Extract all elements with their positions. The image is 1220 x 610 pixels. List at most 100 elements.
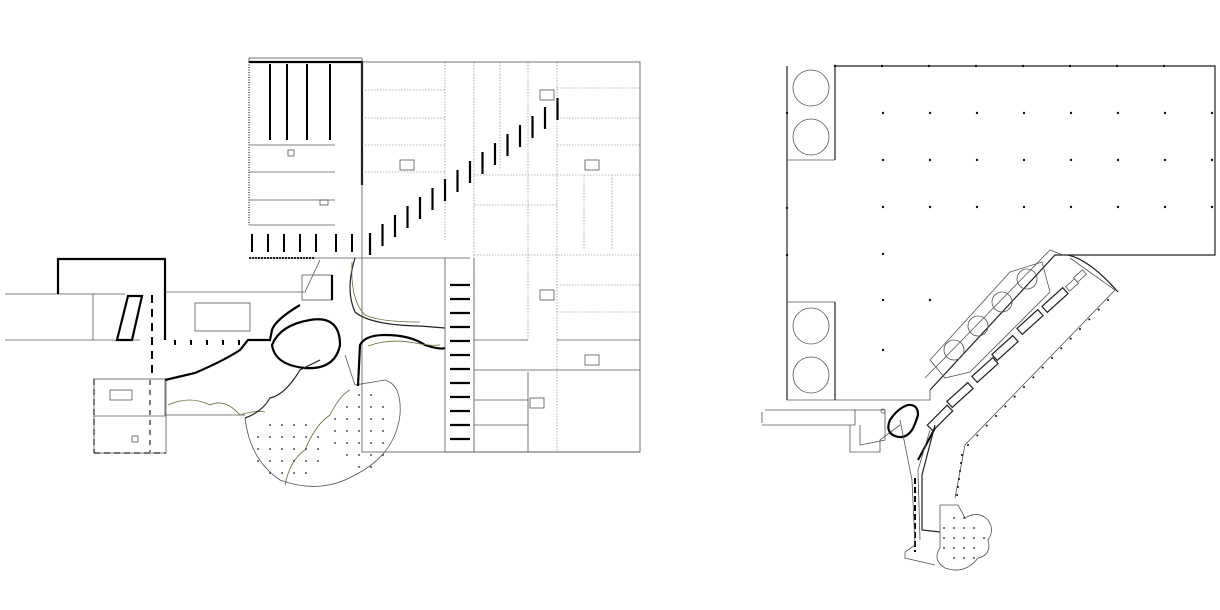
paving-dot: [358, 394, 360, 396]
facade-dot: [1097, 308, 1100, 311]
right-floor-plan: [761, 64, 1216, 571]
facade-dot: [959, 470, 961, 472]
paving-dot: [973, 537, 975, 539]
facade-dot: [1004, 405, 1007, 408]
paving-dot: [370, 466, 372, 468]
east-room-grid: [361, 61, 641, 453]
paving-dot: [943, 547, 945, 549]
column-dot: [1163, 205, 1167, 209]
paving-dot: [346, 442, 348, 444]
main-hall-outline: [785, 64, 1216, 401]
column-dot: [1022, 205, 1026, 209]
west-wing-outline: [56, 257, 167, 342]
facade-dot: [956, 494, 958, 496]
facade-dot: [960, 462, 962, 464]
paving-dot: [963, 527, 965, 529]
paving-dot: [269, 460, 271, 462]
paving-dot: [305, 436, 307, 438]
paving-dot: [334, 430, 336, 432]
north-parking-stalls: [249, 64, 353, 259]
paving-dot: [963, 517, 965, 519]
paving-dot: [317, 448, 319, 450]
room-fixture: [584, 354, 600, 366]
column-dot: [1069, 158, 1073, 162]
wing-facade-dots: [956, 299, 1109, 496]
paving-dot: [973, 547, 975, 549]
north-block: [248, 57, 364, 259]
paving-dot: [953, 557, 955, 559]
paving-dot: [346, 454, 348, 456]
paving-dot: [370, 394, 372, 396]
wing-unit: [926, 404, 954, 432]
paving-dot: [305, 472, 307, 474]
paving-dot: [257, 460, 259, 462]
column-dot: [975, 111, 979, 115]
column-dot: [881, 298, 885, 302]
wing-units: [914, 269, 1088, 552]
facade-dot: [1107, 299, 1109, 301]
paving-dot: [346, 430, 348, 432]
column-dot: [785, 206, 789, 210]
tail-dot-grid: [943, 517, 985, 559]
room-fixture: [529, 397, 545, 409]
wing-unit: [1041, 286, 1069, 314]
wing-unit: [1064, 278, 1080, 292]
paving-dot: [973, 527, 975, 529]
paving-dot: [293, 460, 295, 462]
south-tail: [899, 419, 992, 571]
column-dot: [881, 252, 885, 256]
paving-dot: [281, 448, 283, 450]
facade-dot: [1060, 347, 1063, 350]
paving-dot: [317, 436, 319, 438]
column-dot: [1068, 64, 1072, 68]
paving-dot: [293, 436, 295, 438]
paving-dot: [963, 537, 965, 539]
paving-dot: [269, 424, 271, 426]
paving-dot: [983, 537, 985, 539]
paving-dot: [370, 418, 372, 420]
column-dot: [785, 253, 789, 257]
room-fixture: [539, 89, 555, 101]
paving-dot: [943, 537, 945, 539]
room-fixture: [399, 159, 415, 171]
facade-dot: [1088, 318, 1091, 321]
terrace: [761, 403, 920, 453]
paving-dot: [257, 436, 259, 438]
paving-dot: [317, 460, 319, 462]
paving-dot: [281, 460, 283, 462]
central-hall: [164, 259, 342, 416]
paving-dot: [973, 557, 975, 559]
column-grid: [785, 64, 1214, 352]
garden-court: [244, 354, 401, 487]
paving-dot: [281, 436, 283, 438]
left-floor-plan: [5, 57, 641, 487]
column-dot: [1069, 111, 1073, 115]
paving-dot: [370, 406, 372, 408]
wing-unit: [991, 334, 1019, 362]
column-dot: [785, 111, 789, 115]
column-dot: [975, 158, 979, 162]
column-dot: [1163, 158, 1167, 162]
paving-dot: [358, 454, 360, 456]
facade-dot: [1051, 357, 1053, 359]
facade-dot: [995, 415, 997, 417]
room-fixture: [584, 159, 600, 171]
paving-dot: [963, 557, 965, 559]
garden-dot-grid: [257, 394, 384, 474]
facade-dot: [957, 486, 959, 488]
facade-dot: [985, 424, 988, 427]
paving-dot: [334, 442, 336, 444]
paving-dot: [382, 454, 384, 456]
column-dot: [1115, 64, 1119, 68]
paving-dot: [293, 472, 295, 474]
paving-dot: [305, 460, 307, 462]
column-dot: [1116, 111, 1120, 115]
paving-dot: [382, 418, 384, 420]
column-dot: [833, 64, 837, 68]
paving-dot: [281, 424, 283, 426]
diagonal-parking-stalls: [368, 98, 559, 255]
column-dot: [881, 205, 885, 209]
facade-dot: [967, 444, 969, 446]
